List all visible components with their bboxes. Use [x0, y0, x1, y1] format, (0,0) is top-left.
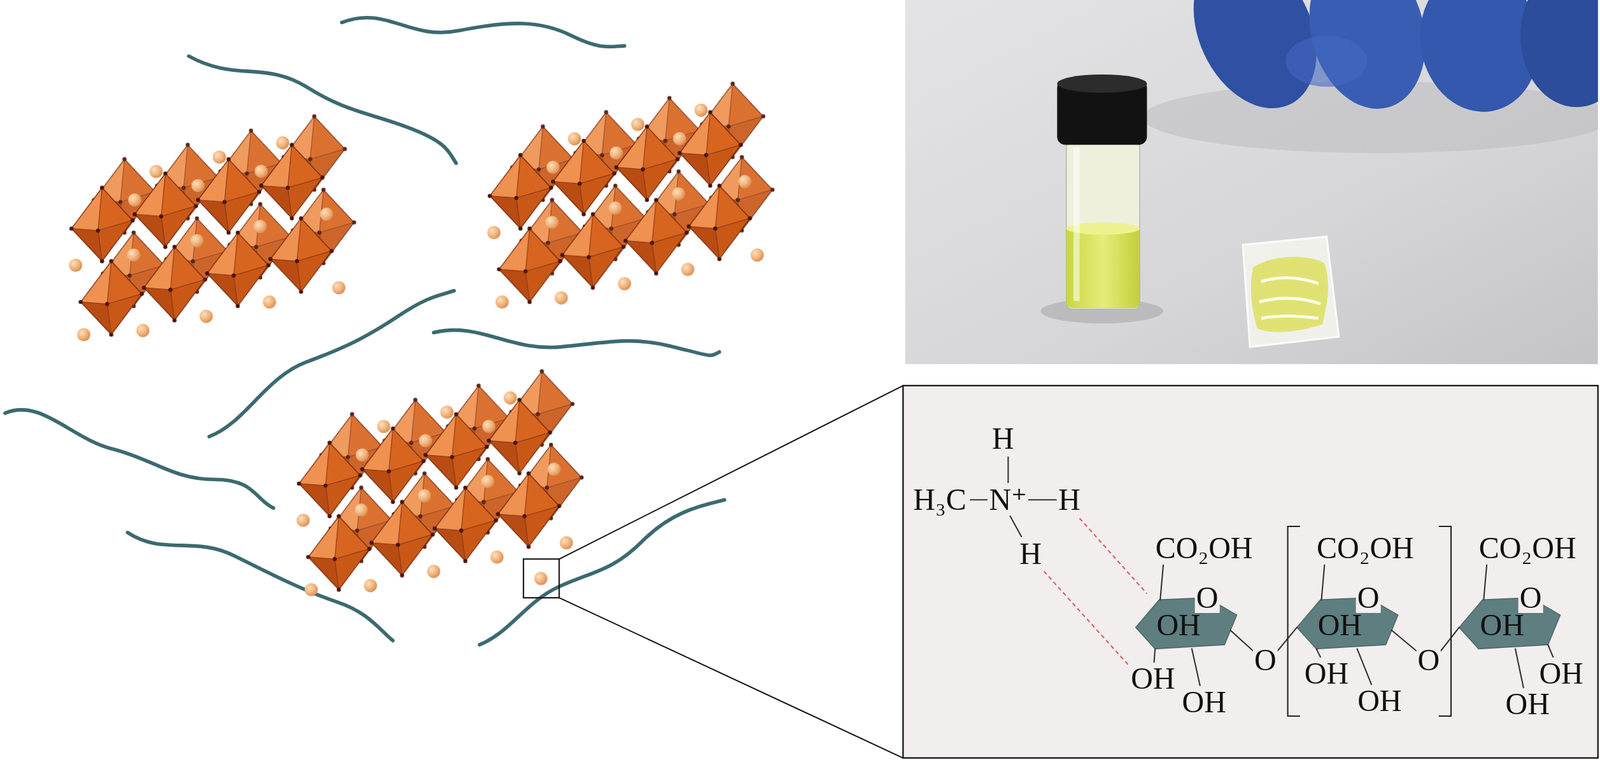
polymer-chains-part [341, 17, 625, 48]
chemical-bonds-part [1027, 499, 1057, 501]
chemical-bonds-part [1316, 648, 1320, 658]
atom-label: OH [1303, 658, 1350, 689]
hydrogen-bonds [1044, 518, 1148, 666]
atom-label: OH [1154, 609, 1202, 641]
atom-label: H [990, 423, 1016, 454]
perovskite-crystals-part [296, 369, 584, 597]
chemical-bonds-part [1191, 648, 1201, 686]
atom-label: O [1253, 644, 1278, 676]
sugar-rings-part [1135, 597, 1238, 649]
chemical-bonds-part [1154, 648, 1156, 663]
chemical-bonds-part [1160, 565, 1164, 600]
chemical-bonds-part [1547, 644, 1553, 658]
atom-label: OH [1129, 663, 1176, 694]
repeat-brackets-part [1288, 526, 1301, 717]
atom-label: H [1056, 484, 1082, 516]
chemical-bonds-part [1391, 630, 1416, 651]
sample-photo-part [1073, 147, 1080, 301]
hydrogen-bonds-part [1044, 571, 1129, 666]
atom-label: CO₂OH [1154, 532, 1255, 564]
zoom-callout-part [559, 597, 903, 759]
atom-label: H₃C [911, 484, 968, 516]
atom-label: OH [1356, 685, 1403, 717]
zoom-callout [523, 385, 903, 759]
repeat-brackets [1288, 526, 1452, 717]
polymer-chains-part [433, 330, 720, 356]
chemical-bonds-part [1483, 565, 1487, 600]
atom-label: OH [1478, 609, 1525, 641]
perovskite-crystals-part [487, 81, 775, 309]
zoom-callout-part [559, 385, 903, 560]
atom-label: O [1518, 582, 1544, 614]
atom-label: H [1018, 538, 1043, 570]
atom-label: OH [1504, 688, 1551, 720]
sample-photo [905, 0, 1599, 365]
sample-photo-part [1285, 35, 1367, 87]
atom-label: OH [1316, 609, 1364, 641]
chemical-bonds-part [1007, 457, 1009, 483]
atom-label: OH [1537, 658, 1585, 689]
atom-label: O [1195, 582, 1220, 614]
zoom-callout-part [523, 559, 560, 598]
polymer-chains-part [5, 410, 274, 509]
atom-label: CO₂OH [1477, 532, 1578, 564]
zoom-panel-part [902, 385, 1598, 759]
chemical-bonds-part [1010, 516, 1022, 537]
sugar-rings-part [1296, 597, 1399, 649]
repeat-brackets-part [1438, 526, 1452, 717]
atom-label: OH [1180, 686, 1227, 718]
sample-photo-part [1259, 278, 1321, 319]
perovskite-crystals-part [68, 114, 356, 342]
chemical-bonds-part [970, 499, 988, 501]
chemical-bonds-part [1230, 630, 1254, 651]
chemical-bonds-part [1357, 648, 1372, 685]
sample-photo-part [1056, 74, 1147, 93]
chemical-bonds-part [1321, 565, 1325, 600]
atom-label: CO₂OH [1315, 532, 1416, 564]
chemical-bonds-part [1515, 648, 1524, 688]
sample-photo-part [1066, 140, 1140, 309]
atom-label: O [1415, 644, 1441, 676]
hydrogen-bonds-part [1079, 518, 1148, 595]
zoom-panel [902, 385, 1598, 759]
sample-photo-part [1251, 256, 1329, 332]
sample-photo-part [1520, 0, 1599, 107]
chemical-bonds [970, 457, 1553, 688]
polymer-chains [5, 17, 725, 645]
perovskite-crystals [68, 81, 775, 597]
atom-label: O [1356, 582, 1381, 614]
perovskite-crystals-part [534, 571, 548, 586]
chemical-bonds-part [1440, 627, 1460, 652]
atom-label: N⁺ [987, 484, 1029, 516]
sample-photo-part [1242, 236, 1339, 347]
sugar-rings-part [1459, 597, 1561, 649]
